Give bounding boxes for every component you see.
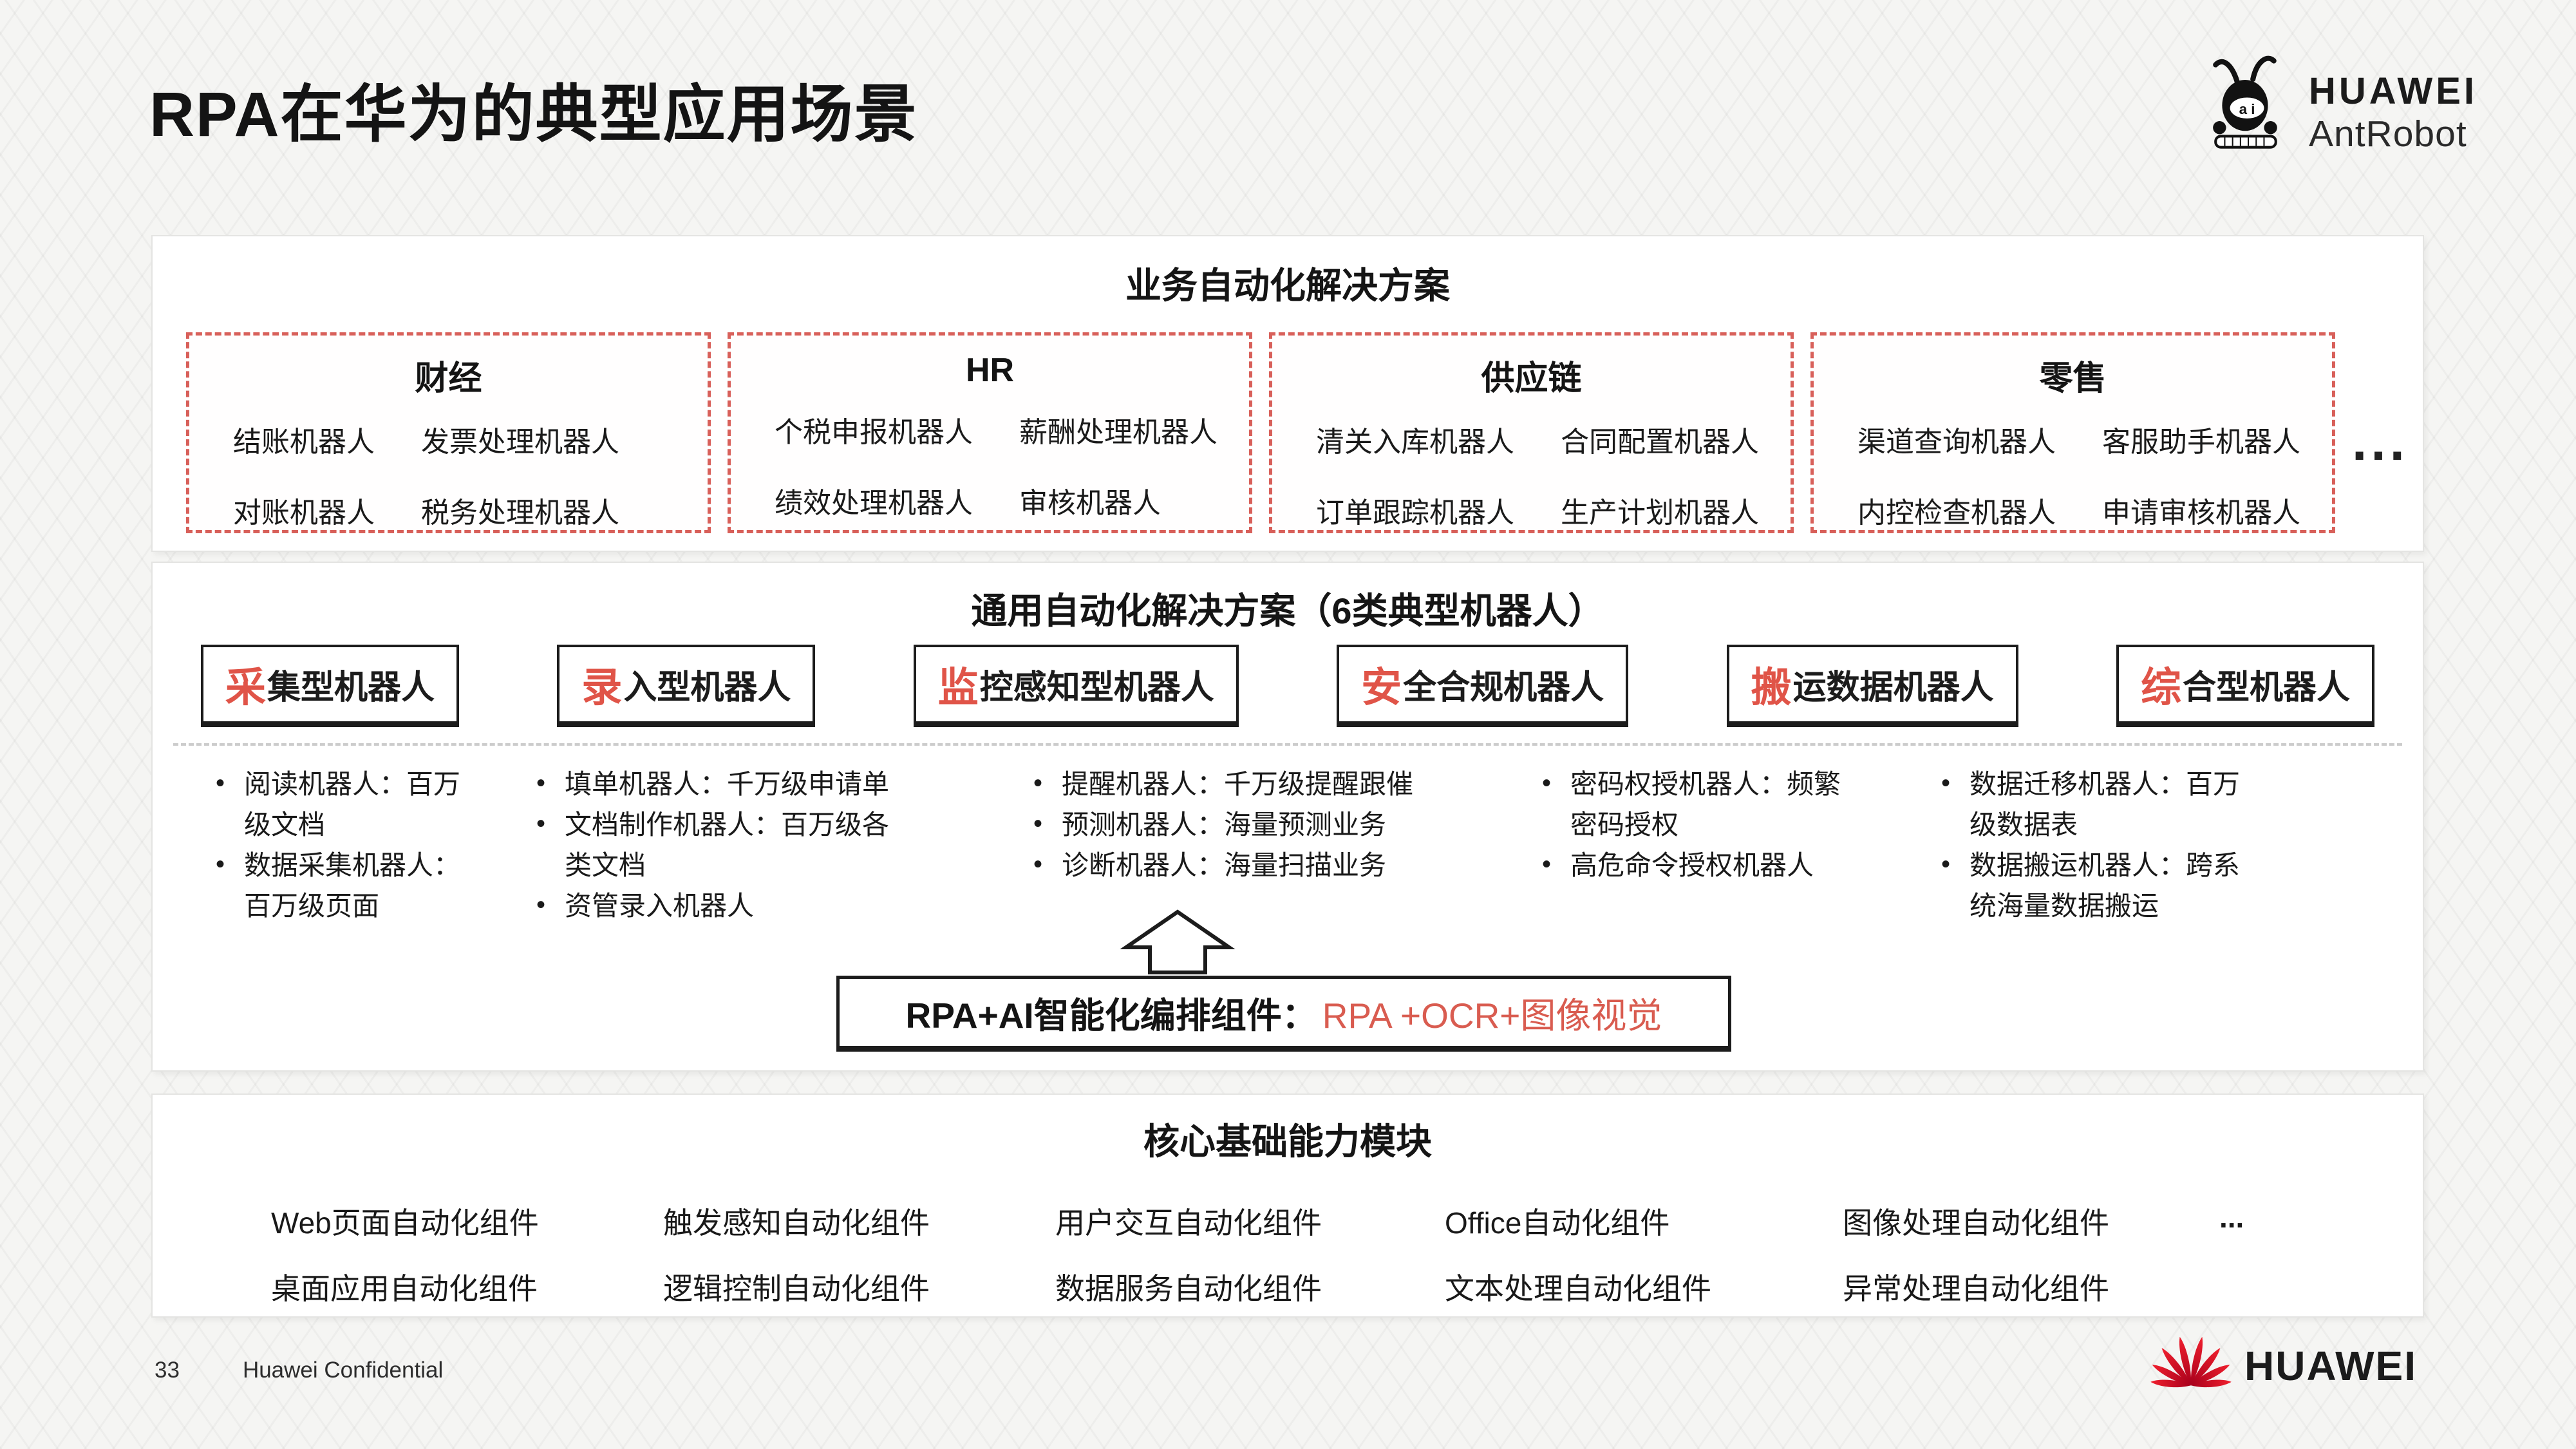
antrobot-logo: a i HUAWEI AntRobot <box>2207 46 2477 156</box>
list-item: 内控检查机器人 <box>1857 497 2056 529</box>
type-label: 运数据机器人 <box>1792 669 1994 706</box>
robot-type-composite: 综 合型机器人 <box>2116 645 2374 727</box>
list-item: 生产计划机器人 <box>1561 497 1759 529</box>
type-label: 入型机器人 <box>623 669 791 706</box>
huawei-logo: HUAWEI <box>2150 1324 2417 1391</box>
business-solutions-card: 业务自动化解决方案 财经 结账机器人 发票处理机器人 对账机器人 税务处理机器人… <box>151 235 2424 552</box>
core-module: 数据服务自动化组件 <box>1055 1272 1322 1305</box>
business-box-title: 财经 <box>415 360 482 397</box>
list-item: 订单跟踪机器人 <box>1316 497 1514 529</box>
type-label: 全合规机器人 <box>1403 669 1604 706</box>
type-label: 合型机器人 <box>2182 669 2350 706</box>
general-title: 通用自动化解决方案（6类典型机器人） <box>971 591 1604 631</box>
core-module: 触发感知自动化组件 <box>663 1206 930 1240</box>
list-item: 填单机器人：千万级申请单 <box>532 764 898 804</box>
list-item: 数据搬运机器人：跨系统海量数据搬运 <box>1937 845 2245 926</box>
list-item: 发票处理机器人 <box>421 426 619 458</box>
core-more-ellipsis: ... <box>2219 1200 2244 1234</box>
core-module: Office自动化组件 <box>1445 1206 1670 1240</box>
list-item: 合同配置机器人 <box>1561 426 1759 458</box>
type-accent-char: 综 <box>2140 665 2181 710</box>
robot-type-entry: 录 入型机器人 <box>557 645 816 727</box>
business-box-hr: HR 个税申报机器人 薪酬处理机器人 绩效处理机器人 审核机器人 <box>728 332 1252 533</box>
huawei-logo-text: HUAWEI <box>2244 1343 2417 1389</box>
core-module: Web页面自动化组件 <box>271 1206 539 1240</box>
type-label: 控感知型机器人 <box>979 669 1214 706</box>
list-item: 渠道查询机器人 <box>1857 426 2056 458</box>
list-item: 高危命令授权机器人 <box>1538 845 1846 886</box>
list-item: 资管录入机器人 <box>532 886 898 926</box>
robot-type-monitoring: 监 控感知型机器人 <box>913 645 1239 727</box>
type-label: 集型机器人 <box>267 669 435 706</box>
rpa-ai-value: RPA +OCR+图像视觉 <box>1322 996 1662 1036</box>
brand-secondary-text: AntRobot <box>2309 113 2467 155</box>
bullet-column-monitoring: 提醒机器人：千万级提醒跟催 预测机器人：海量预测业务 诊断机器人：海量扫描业务 <box>1029 764 1421 886</box>
business-more-ellipsis: ... <box>2352 411 2409 472</box>
list-item: 税务处理机器人 <box>421 497 619 529</box>
dashed-divider <box>173 743 2402 746</box>
core-module: 逻辑控制自动化组件 <box>663 1272 930 1305</box>
confidential-note: Huawei Confidential <box>242 1358 444 1383</box>
core-modules-card: 核心基础能力模块 Web页面自动化组件 触发感知自动化组件 用户交互自动化组件 … <box>151 1094 2424 1318</box>
bullet-column-security: 密码权授机器人：频繁密码授权 高危命令授权机器人 <box>1538 764 1846 886</box>
robot-type-security: 安 全合规机器人 <box>1337 645 1629 727</box>
list-item: 数据迁移机器人：百万级数据表 <box>1937 764 2245 845</box>
general-solutions-card: 通用自动化解决方案（6类典型机器人） 采 集型机器人 录 入型机器人 监 控感知… <box>151 562 2424 1072</box>
huawei-flower-icon <box>2150 1336 2232 1388</box>
rpa-ai-component-box: RPA+AI智能化编排组件： RPA +OCR+图像视觉 <box>836 976 1731 1052</box>
list-item: 清关入库机器人 <box>1316 426 1514 458</box>
list-item: 申请审核机器人 <box>2102 497 2300 529</box>
ant-face-label: a i <box>2239 101 2255 117</box>
list-item: 个税申报机器人 <box>775 417 973 448</box>
list-item: 绩效处理机器人 <box>775 488 973 519</box>
list-item: 阅读机器人：百万级文档 <box>212 764 482 845</box>
page-title: RPA在华为的典型应用场景 <box>149 79 918 149</box>
list-item: 提醒机器人：千万级提醒跟催 <box>1029 764 1421 804</box>
list-item: 数据采集机器人：百万级页面 <box>212 845 482 926</box>
list-item: 结账机器人 <box>233 426 375 458</box>
list-item: 预测机器人：海量预测业务 <box>1029 804 1421 845</box>
core-module: 异常处理自动化组件 <box>1843 1272 2109 1305</box>
core-module: 用户交互自动化组件 <box>1055 1206 1322 1240</box>
robot-type-collection: 采 集型机器人 <box>201 645 460 727</box>
list-item: 密码权授机器人：频繁密码授权 <box>1538 764 1846 845</box>
ant-robot-icon: a i <box>2213 55 2277 149</box>
core-module: 桌面应用自动化组件 <box>271 1272 538 1305</box>
brand-primary-text: HUAWEI <box>2309 70 2477 112</box>
business-box-retail: 零售 渠道查询机器人 客服助手机器人 内控检查机器人 申请审核机器人 <box>1810 332 2335 533</box>
business-title: 业务自动化解决方案 <box>1125 265 1450 306</box>
list-item: 对账机器人 <box>233 497 375 529</box>
bullet-column-data-moving: 数据迁移机器人：百万级数据表 数据搬运机器人：跨系统海量数据搬运 <box>1937 764 2245 926</box>
business-box-finance: 财经 结账机器人 发票处理机器人 对账机器人 税务处理机器人 <box>186 332 711 533</box>
page-number: 33 <box>155 1358 180 1383</box>
bullet-column-collection: 阅读机器人：百万级文档 数据采集机器人：百万级页面 <box>212 764 482 926</box>
robot-type-data-moving: 搬 运数据机器人 <box>1726 645 2018 727</box>
footer: 33 Huawei Confidential <box>155 1358 443 1383</box>
business-box-title: 零售 <box>2039 360 2107 397</box>
type-accent-char: 搬 <box>1751 665 1792 710</box>
business-box-title: 供应链 <box>1481 360 1582 397</box>
list-item: 审核机器人 <box>1019 488 1161 519</box>
bullet-column-entry: 填单机器人：千万级申请单 文档制作机器人：百万级各类文档 资管录入机器人 <box>532 764 898 926</box>
list-item: 薪酬处理机器人 <box>1019 417 1217 448</box>
type-accent-char: 监 <box>937 665 979 710</box>
up-arrow-icon <box>1120 909 1236 974</box>
type-accent-char: 安 <box>1361 665 1402 710</box>
list-item: 诊断机器人：海量扫描业务 <box>1029 845 1421 886</box>
type-accent-char: 录 <box>581 665 623 710</box>
business-box-title: HR <box>965 352 1015 389</box>
type-accent-char: 采 <box>225 665 266 710</box>
core-title: 核心基础能力模块 <box>1143 1121 1432 1162</box>
list-item: 客服助手机器人 <box>2102 426 2300 458</box>
core-module: 图像处理自动化组件 <box>1843 1206 2109 1240</box>
list-item: 文档制作机器人：百万级各类文档 <box>532 804 898 886</box>
core-module: 文本处理自动化组件 <box>1445 1272 1711 1305</box>
business-box-supply-chain: 供应链 清关入库机器人 合同配置机器人 订单跟踪机器人 生产计划机器人 <box>1269 332 1794 533</box>
rpa-ai-label: RPA+AI智能化编排组件： <box>905 996 1317 1036</box>
